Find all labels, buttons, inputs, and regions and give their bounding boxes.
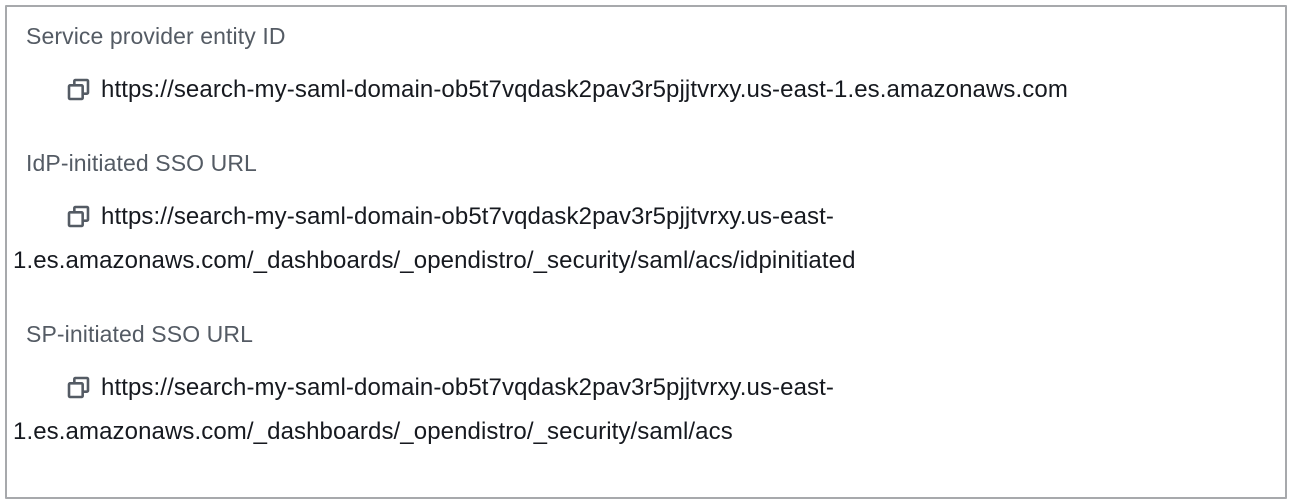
copy-icon[interactable] bbox=[40, 376, 90, 399]
sp-initiated-sso-url: https://search-my-saml-domain-ob5t7vqdas… bbox=[13, 374, 835, 445]
service-provider-entity-id-label: Service provider entity ID bbox=[26, 23, 286, 49]
sp-initiated-sso-url-value-row: https://search-my-saml-domain-ob5t7vqdas… bbox=[13, 366, 1277, 454]
idp-initiated-sso-url-label: IdP-initiated SSO URL bbox=[26, 150, 257, 176]
field-sp-initiated-sso-url: SP-initiated SSO URL https://search-my-s… bbox=[13, 319, 1277, 454]
copy-icon[interactable] bbox=[40, 78, 90, 101]
sp-initiated-sso-url-label: SP-initiated SSO URL bbox=[26, 321, 253, 347]
service-provider-entity-id-value-row: https://search-my-saml-domain-ob5t7vqdas… bbox=[13, 68, 1277, 112]
idp-initiated-sso-url-value-row: https://search-my-saml-domain-ob5t7vqdas… bbox=[13, 195, 1277, 283]
field-idp-initiated-sso-url: IdP-initiated SSO URL https://search-my-… bbox=[13, 148, 1277, 283]
service-provider-entity-id-url: https://search-my-saml-domain-ob5t7vqdas… bbox=[101, 76, 1068, 103]
saml-sso-details-panel: Service provider entity ID https://searc… bbox=[5, 5, 1287, 499]
idp-initiated-sso-url: https://search-my-saml-domain-ob5t7vqdas… bbox=[13, 203, 856, 274]
copy-icon[interactable] bbox=[40, 205, 90, 228]
field-service-provider-entity-id: Service provider entity ID https://searc… bbox=[13, 21, 1277, 112]
